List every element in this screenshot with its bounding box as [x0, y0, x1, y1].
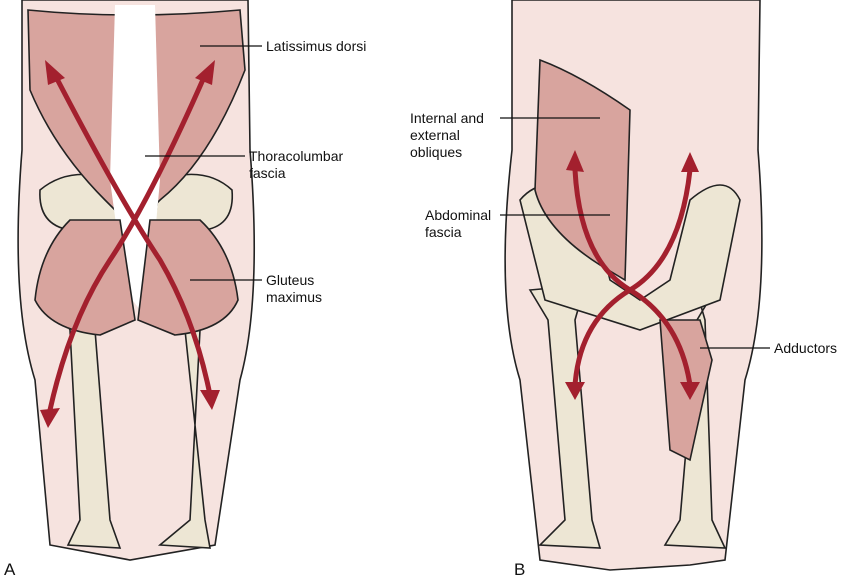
panel-label-a: A [4, 560, 16, 579]
label-gluteus-maximus: Gluteus maximus [266, 272, 323, 305]
arrowhead [681, 152, 699, 172]
arrowhead [200, 390, 220, 410]
label-thoracolumbar-fascia: Thoracolumbar fascia [249, 148, 344, 181]
panel-label-b: B [514, 560, 526, 579]
label-obliques: Internal and external obliques [410, 110, 484, 160]
gluteus-right [137, 219, 239, 336]
arrow-b2 [572, 169, 693, 386]
arrowhead [566, 150, 584, 172]
arrowhead [40, 408, 60, 428]
gluteus-left [34, 219, 136, 336]
arrow-a2 [47, 73, 208, 411]
arrow-a1 [52, 73, 213, 396]
label-adductors: Adductors [774, 340, 838, 356]
label-abdominal-fascia: Abdominal fascia [425, 207, 492, 240]
arrowhead [565, 382, 585, 400]
arrowhead [680, 382, 700, 400]
label-latissimus-dorsi: Latissimus dorsi [266, 38, 367, 54]
arrowhead [195, 60, 215, 85]
arrowhead [45, 60, 65, 85]
